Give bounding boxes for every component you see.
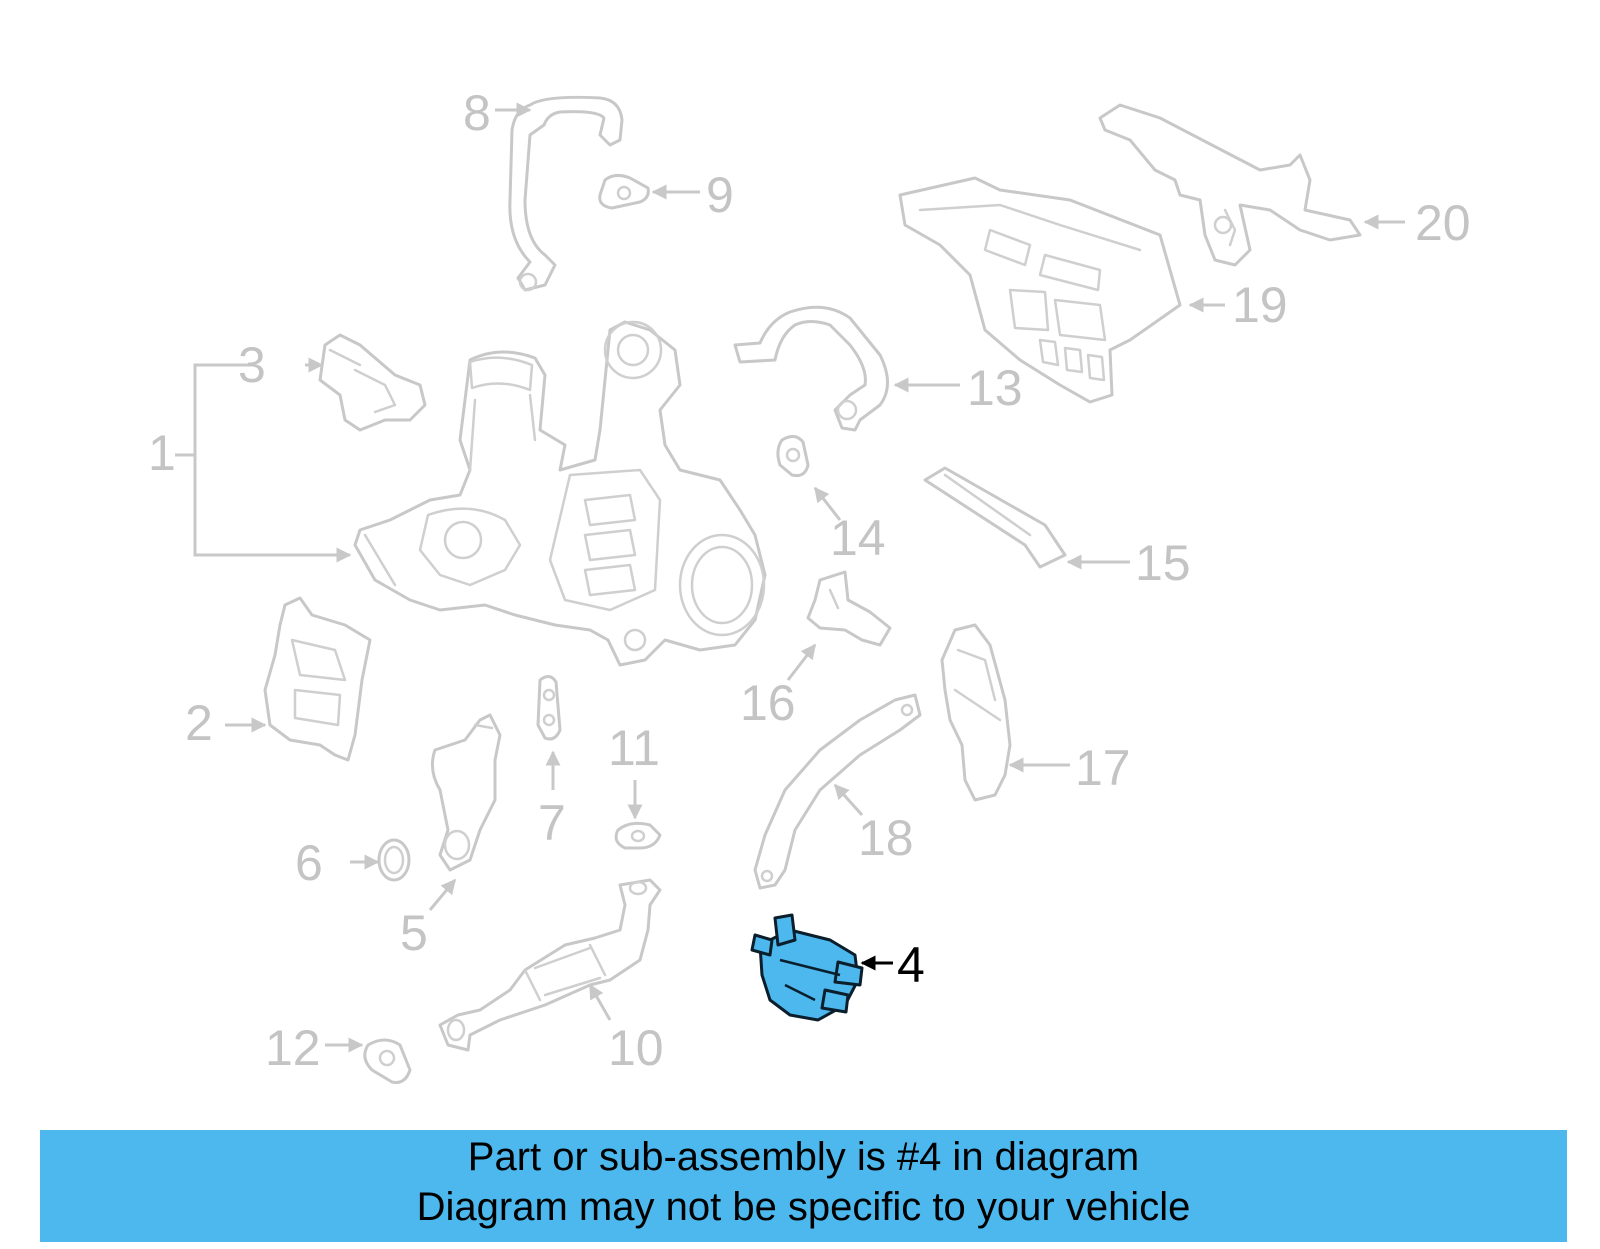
parts-diagram: 1 2 3 4 5 6 7 8 9 10 11 12 13 14 15 16 1…: [148, 85, 1471, 1084]
part-4-valve-highlighted[interactable]: [750, 913, 864, 1022]
leader-lines: [175, 102, 1405, 1053]
part-14-gasket: [776, 435, 810, 477]
banner-line-2: Diagram may not be specific to your vehi…: [416, 1185, 1191, 1229]
callout-20: 20: [1415, 195, 1471, 251]
callout-10: 10: [608, 1020, 664, 1076]
callout-5: 5: [400, 905, 428, 961]
part-18-bracket-arm: [753, 693, 922, 890]
part-9-gasket: [598, 173, 650, 210]
callout-6: 6: [295, 835, 323, 891]
part-5-pipe: [430, 713, 502, 872]
callout-8: 8: [463, 85, 491, 141]
part-6-oring: [377, 838, 411, 882]
callout-12: 12: [265, 1020, 321, 1076]
part-3-actuator: [318, 333, 427, 432]
part-10-egr-pipe: [438, 878, 662, 1052]
info-banner: Part or sub-assembly is #4 in diagram Di…: [40, 1130, 1567, 1242]
part-7-gasket: [536, 675, 562, 741]
callout-13: 13: [967, 360, 1023, 416]
callout-18: 18: [858, 810, 914, 866]
callout-14: 14: [830, 510, 886, 566]
part-12-gasket: [363, 1038, 412, 1084]
banner-line-1: Part or sub-assembly is #4 in diagram: [467, 1135, 1140, 1179]
callout-2: 2: [185, 695, 213, 751]
callout-15: 15: [1135, 535, 1191, 591]
part-15-strip: [923, 466, 1067, 569]
part-19-heat-shield: [898, 176, 1182, 404]
part-13-hose: [733, 305, 889, 432]
part-2-gasket: [263, 596, 372, 762]
callout-1: 1: [148, 425, 176, 481]
part-1-turbocharger: [353, 320, 767, 667]
callout-19: 19: [1232, 277, 1288, 333]
part-16-bracket: [806, 570, 892, 647]
callout-7: 7: [538, 795, 566, 851]
part-20-bracket: [1098, 103, 1362, 267]
callout-17: 17: [1075, 740, 1131, 796]
part-11-gasket: [614, 821, 662, 850]
callout-16: 16: [740, 675, 796, 731]
callout-3: 3: [238, 337, 266, 393]
callout-11: 11: [608, 720, 660, 776]
callout-4[interactable]: 4: [897, 937, 925, 993]
part-17-shield: [940, 623, 1012, 802]
callout-9: 9: [706, 167, 734, 223]
